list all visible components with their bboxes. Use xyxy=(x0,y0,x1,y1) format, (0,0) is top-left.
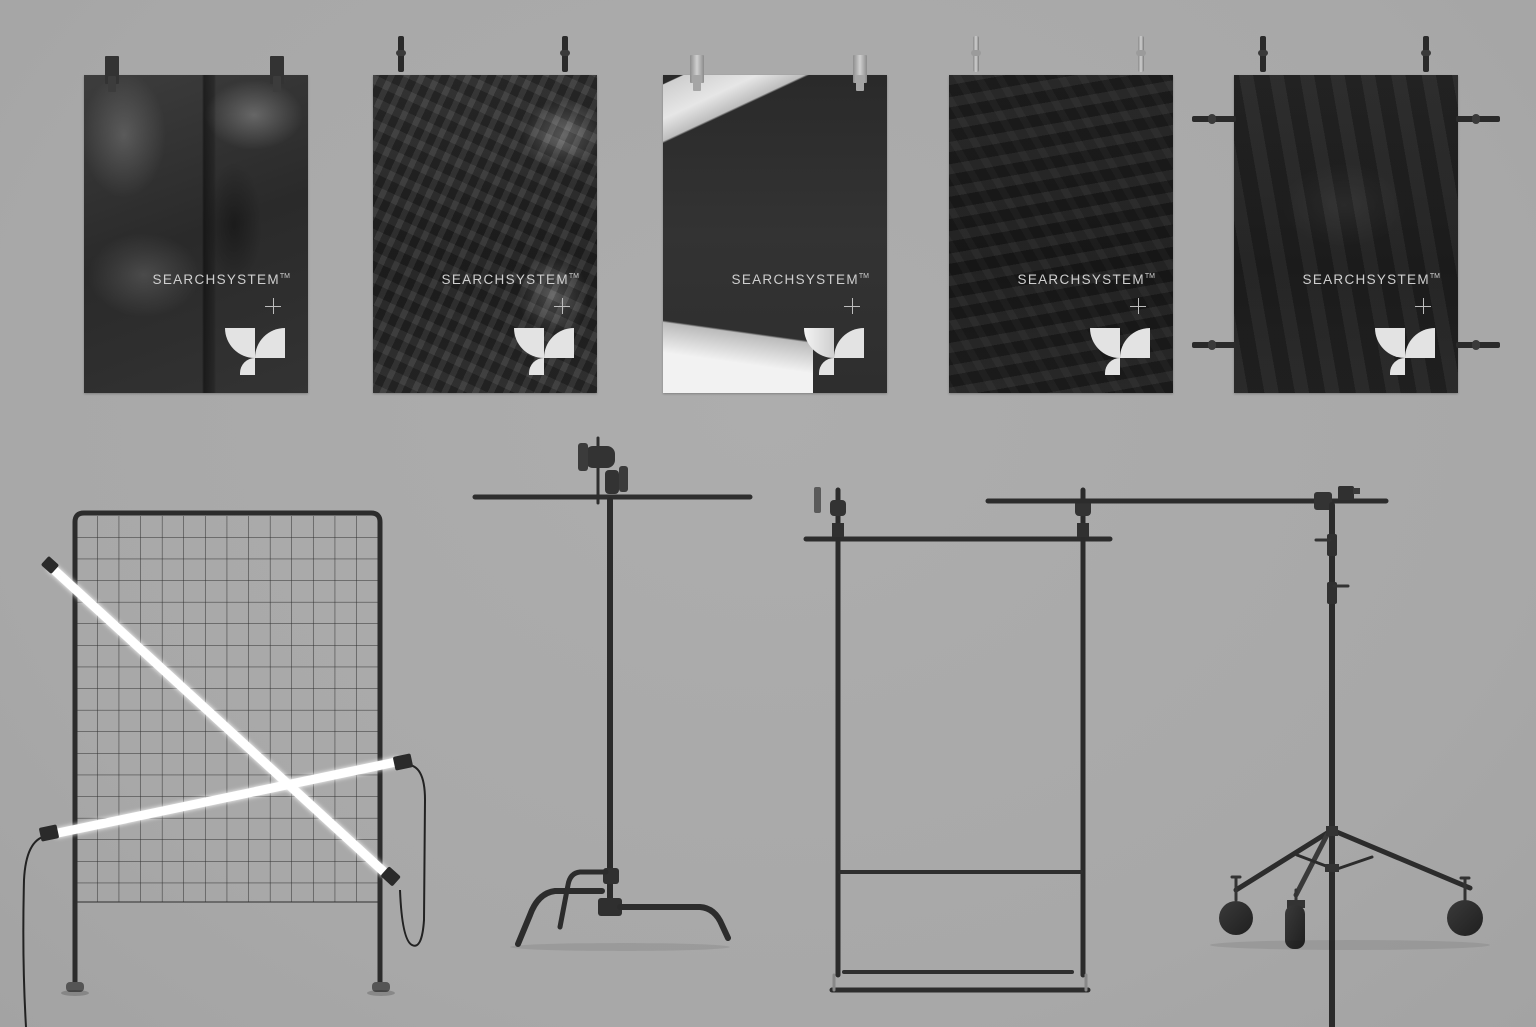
brand-wordmark: SEARCHSYSTEMTM xyxy=(152,272,290,287)
brand-logo-icon xyxy=(1090,328,1150,376)
brand-wordmark: SEARCHSYSTEMTM xyxy=(731,272,869,287)
power-cable xyxy=(22,835,47,1027)
brand-logo-icon xyxy=(225,328,285,376)
poster-4: SEARCHSYSTEMTM xyxy=(949,75,1173,393)
plus-icon xyxy=(1415,298,1431,314)
peg-clip-icon xyxy=(1136,36,1146,74)
grip-knob xyxy=(814,487,821,513)
led-end-cap xyxy=(381,867,401,886)
peg-clip-icon xyxy=(560,36,570,74)
led-tube xyxy=(53,757,401,838)
binder-clip-icon xyxy=(688,55,706,91)
plus-icon xyxy=(554,298,570,314)
side-clip-icon xyxy=(1192,114,1236,124)
binder-clip-icon xyxy=(851,55,869,91)
plus-icon xyxy=(265,298,281,314)
peg-clip-icon xyxy=(396,36,406,74)
led-end-cap xyxy=(39,824,59,842)
grip-head xyxy=(585,446,615,468)
poster-2: SEARCHSYSTEMTM xyxy=(373,75,597,393)
caster-wheel xyxy=(1219,901,1253,935)
grip-knob xyxy=(578,443,588,471)
binder-clip-icon xyxy=(268,56,286,92)
side-clip-icon xyxy=(1456,340,1500,350)
led-end-cap xyxy=(393,753,413,771)
brand-wordmark: SEARCHSYSTEMTM xyxy=(441,272,579,287)
brand-logo-icon xyxy=(1375,328,1435,376)
peg-clip-icon xyxy=(971,36,981,74)
side-clip-icon xyxy=(1456,114,1500,124)
plus-icon xyxy=(844,298,860,314)
poster-5: SEARCHSYSTEMTM xyxy=(1234,75,1458,393)
binder-clip-icon xyxy=(103,56,121,92)
grid-frame xyxy=(72,510,383,985)
c-stand xyxy=(472,436,753,951)
power-cable xyxy=(399,763,427,947)
brand-logo-icon xyxy=(514,328,574,376)
foot xyxy=(66,982,84,992)
roller-stand xyxy=(985,486,1490,1027)
led-end-cap xyxy=(41,556,59,574)
grid-panel xyxy=(22,510,427,1027)
brand-logo-icon xyxy=(804,328,864,376)
poster-3: SEARCHSYSTEMTM xyxy=(663,75,887,393)
pipe-rack xyxy=(803,487,1113,993)
wire-grid xyxy=(76,516,378,902)
plus-icon xyxy=(1130,298,1146,314)
grip-knob xyxy=(619,466,628,492)
poster-1: SEARCHSYSTEMTM xyxy=(84,75,308,393)
brand-wordmark: SEARCHSYSTEMTM xyxy=(1302,272,1440,287)
foot xyxy=(372,982,390,992)
peg-clip-icon xyxy=(1258,36,1268,74)
caster-wheel xyxy=(1447,900,1483,936)
peg-clip-icon xyxy=(1421,36,1431,74)
led-tube xyxy=(47,563,389,877)
side-clip-icon xyxy=(1192,340,1236,350)
caster-wheel xyxy=(1285,905,1305,949)
brand-wordmark: SEARCHSYSTEMTM xyxy=(1017,272,1155,287)
